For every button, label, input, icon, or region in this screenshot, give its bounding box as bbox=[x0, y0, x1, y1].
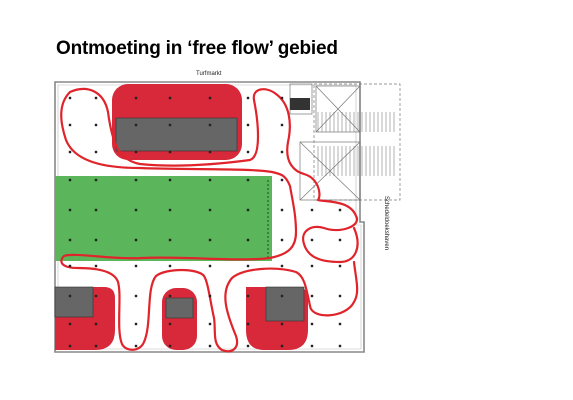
column-dot bbox=[68, 294, 72, 298]
column-grid bbox=[68, 96, 342, 348]
column-dot bbox=[94, 96, 98, 100]
column-dot bbox=[338, 322, 342, 326]
bottom-right-block bbox=[265, 286, 305, 322]
column-dot bbox=[280, 123, 284, 127]
column-dot bbox=[68, 96, 72, 100]
column-dot bbox=[310, 294, 314, 298]
column-dot bbox=[208, 150, 212, 154]
column-dot bbox=[208, 178, 212, 182]
column-dot bbox=[246, 208, 250, 212]
column-dot bbox=[134, 322, 138, 326]
column-dot bbox=[310, 264, 314, 268]
column-dot bbox=[338, 294, 342, 298]
column-dot bbox=[280, 208, 284, 212]
column-dot bbox=[338, 344, 342, 348]
building-outline bbox=[54, 81, 365, 353]
column-dot bbox=[246, 150, 250, 154]
free-flow-route bbox=[60, 87, 359, 353]
column-dot bbox=[168, 150, 172, 154]
column-dot bbox=[280, 238, 284, 242]
column-dot bbox=[310, 208, 314, 212]
column-dot bbox=[134, 264, 138, 268]
column-dot bbox=[168, 96, 172, 100]
column-dot bbox=[68, 150, 72, 154]
column-dot bbox=[68, 344, 72, 348]
street-label-top: Turfmarkt bbox=[196, 71, 222, 77]
column-dot bbox=[94, 322, 98, 326]
bottom-middle-zone bbox=[162, 288, 197, 350]
column-dot bbox=[168, 344, 172, 348]
column-dot bbox=[134, 344, 138, 348]
column-dot bbox=[168, 322, 172, 326]
column-dot bbox=[134, 294, 138, 298]
column-dot bbox=[68, 123, 72, 127]
column-dot bbox=[168, 208, 172, 212]
column-dot bbox=[310, 238, 314, 242]
stair-treads bbox=[317, 112, 395, 176]
column-dot bbox=[68, 208, 72, 212]
column-dot bbox=[246, 264, 250, 268]
column-dot bbox=[208, 96, 212, 100]
column-dot bbox=[168, 178, 172, 182]
column-dot bbox=[280, 96, 284, 100]
column-dot bbox=[338, 208, 342, 212]
column-dot bbox=[338, 264, 342, 268]
column-dot bbox=[208, 264, 212, 268]
column-dot bbox=[246, 294, 250, 298]
column-dot bbox=[94, 294, 98, 298]
column-dot bbox=[208, 238, 212, 242]
column-dot bbox=[246, 322, 250, 326]
column-dot bbox=[246, 123, 250, 127]
column-dot bbox=[280, 344, 284, 348]
column-dot bbox=[246, 178, 250, 182]
column-dot bbox=[208, 344, 212, 348]
column-dot bbox=[168, 123, 172, 127]
column-dot bbox=[68, 238, 72, 242]
column-dot bbox=[168, 264, 172, 268]
column-dot bbox=[310, 322, 314, 326]
column-dot bbox=[68, 178, 72, 182]
column-dot bbox=[94, 208, 98, 212]
column-dot bbox=[280, 264, 284, 268]
column-dot bbox=[94, 178, 98, 182]
column-dot bbox=[280, 178, 284, 182]
column-dot bbox=[338, 238, 342, 242]
bottom-middle-block bbox=[165, 297, 194, 319]
column-dot bbox=[168, 294, 172, 298]
column-dot bbox=[94, 344, 98, 348]
column-dot bbox=[94, 238, 98, 242]
column-dot bbox=[94, 123, 98, 127]
column-dot bbox=[68, 264, 72, 268]
column-dot bbox=[134, 150, 138, 154]
bottom-left-block bbox=[54, 286, 94, 318]
column-dot bbox=[94, 150, 98, 154]
column-dot bbox=[246, 238, 250, 242]
column-dot bbox=[280, 322, 284, 326]
page-title: Ontmoeting in ‘free flow’ gebied bbox=[56, 38, 338, 59]
column-dot bbox=[280, 150, 284, 154]
top-meeting-block bbox=[115, 117, 238, 152]
column-dot bbox=[310, 344, 314, 348]
column-dot bbox=[246, 96, 250, 100]
column-dot bbox=[134, 123, 138, 127]
column-dot bbox=[68, 322, 72, 326]
stair-landing bbox=[290, 98, 310, 110]
column-dot bbox=[134, 96, 138, 100]
column-dot bbox=[246, 344, 250, 348]
column-dot bbox=[280, 294, 284, 298]
column-dot bbox=[134, 178, 138, 182]
column-dot bbox=[94, 264, 98, 268]
column-dot bbox=[208, 322, 212, 326]
column-dot bbox=[134, 238, 138, 242]
column-dot bbox=[208, 294, 212, 298]
column-dot bbox=[208, 123, 212, 127]
column-dot bbox=[134, 208, 138, 212]
green-zone bbox=[55, 176, 272, 261]
column-dot bbox=[168, 238, 172, 242]
column-dot bbox=[208, 208, 212, 212]
